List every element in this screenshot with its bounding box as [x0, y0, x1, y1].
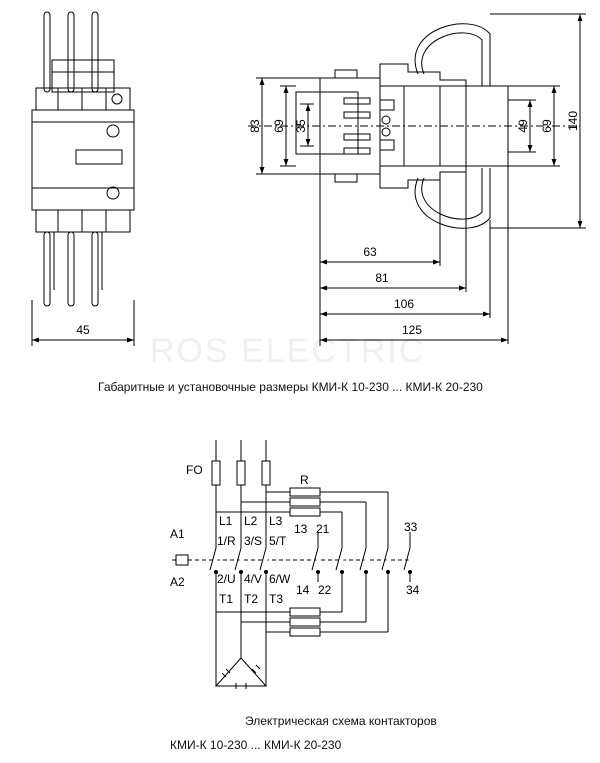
- side-view: [248, 13, 586, 346]
- fuse-label: FO: [186, 463, 203, 477]
- terminal-1r: 1/R: [217, 534, 236, 548]
- dim-label-140: 140: [566, 111, 580, 131]
- schematic-caption-line1: Электрическая схема контакторов: [245, 714, 437, 728]
- schematic-caption-line2: КМИ-К 10-230 ... КМИ-К 20-230: [170, 738, 342, 752]
- line-label-l2: L2: [244, 514, 258, 528]
- aux-label-21: 21: [316, 522, 330, 536]
- width-dim-label: 45: [76, 323, 90, 337]
- dim-label-49: 49: [516, 119, 530, 133]
- dim-label-35: 35: [294, 119, 308, 133]
- dim-label-125: 125: [402, 323, 422, 337]
- load-label-t2: T2: [244, 592, 258, 606]
- watermark: ROS ELECTRIC: [150, 332, 425, 370]
- load-label-t1: T1: [219, 592, 233, 606]
- front-view: [31, 11, 135, 346]
- terminal-4v: 4/V: [244, 572, 262, 586]
- load-label-t3: T3: [269, 592, 283, 606]
- terminal-3s: 3/S: [244, 534, 262, 548]
- dim-label-63: 63: [363, 245, 377, 259]
- terminal-6w: 6/W: [269, 572, 291, 586]
- aux-label-33: 33: [404, 520, 418, 534]
- dim-label-69-right: 69: [540, 119, 554, 133]
- dim-label-83: 83: [248, 119, 262, 133]
- dim-label-69-left: 69: [272, 119, 286, 133]
- terminal-2u: 2/U: [217, 572, 236, 586]
- dimensions-caption: Габаритные и установочные размеры КМИ-К …: [98, 380, 483, 394]
- coil-label-a2: A2: [170, 575, 185, 589]
- aux-label-14: 14: [296, 583, 310, 597]
- coil-label-a1: A1: [170, 527, 185, 541]
- resistor-label: R: [300, 473, 309, 487]
- dim-label-106: 106: [394, 297, 414, 311]
- aux-label-13: 13: [294, 522, 308, 536]
- schematic: [172, 440, 412, 689]
- terminal-5t: 5/T: [269, 534, 287, 548]
- aux-label-34: 34: [406, 583, 420, 597]
- dim-label-81: 81: [375, 271, 389, 285]
- line-label-l3: L3: [269, 514, 283, 528]
- line-label-l1: L1: [219, 514, 233, 528]
- aux-label-22: 22: [318, 583, 332, 597]
